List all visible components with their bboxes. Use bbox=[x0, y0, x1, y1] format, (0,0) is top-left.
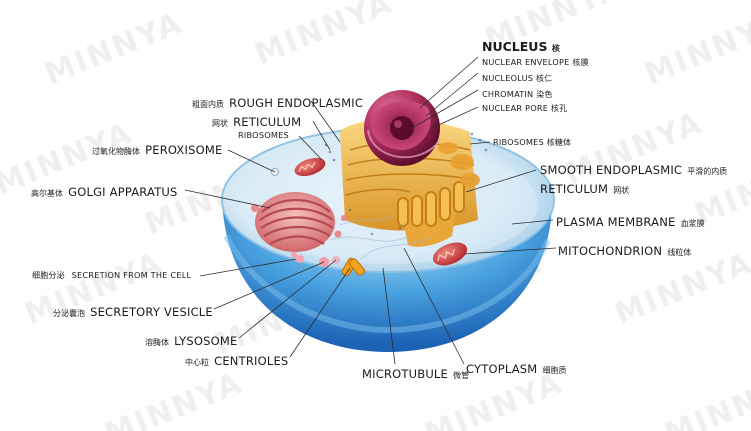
label-secretion: 细胞分泌 SECRETION FROM THE CELL bbox=[32, 270, 192, 280]
label-chromatin: CHROMATIN 染色 bbox=[482, 89, 553, 99]
microtubules-shape bbox=[329, 214, 431, 261]
nucleus-shape bbox=[364, 90, 441, 166]
label-nuclear-pore: NUCLEAR PORE 核孔 bbox=[482, 103, 568, 113]
leader-lines bbox=[184, 56, 557, 365]
label-microtubule: MICROTUBULE 微管 bbox=[362, 367, 470, 381]
label-cytoplasm: CYTOPLASM 细胞质 bbox=[466, 362, 567, 376]
label-smooth-er: SMOOTH ENDOPLASMIC 平滑的内质 RETICULUM 网状 bbox=[540, 163, 728, 196]
label-nucleus: NUCLEUS 核 bbox=[482, 39, 560, 54]
mitochondrion-shape-left bbox=[294, 157, 326, 177]
label-plasma-membrane: PLASMA MEMBRANE 血浆膜 bbox=[556, 215, 705, 229]
label-centrioles: 中心粒 CENTRIOLES bbox=[185, 354, 289, 368]
label-peroxisome: 过氧化物酶体 PEROXISOME bbox=[92, 143, 223, 157]
label-mitochondrion: MITOCHONDRION 线粒体 bbox=[558, 244, 692, 258]
label-ribosomes-left: RIBOSOMES bbox=[238, 130, 289, 140]
label-secretory-vesicle: 分泌囊泡 SECRETORY VESICLE bbox=[53, 305, 213, 319]
label-ribosomes-right: RIBOSOMES 核糖体 bbox=[493, 137, 572, 147]
label-golgi: 高尔基体 GOLGI APPARATUS bbox=[31, 185, 178, 199]
label-lysosome: 溶酶体 LYSOSOME bbox=[145, 334, 238, 348]
golgi-shape bbox=[251, 192, 347, 252]
centrioles-shape bbox=[341, 257, 366, 277]
label-nucleolus: NUCLEOLUS 核仁 bbox=[482, 73, 553, 83]
cell-rim-shadow bbox=[223, 234, 551, 334]
mitochondrion-shape-right bbox=[432, 242, 468, 266]
label-rough-er: 粗面内质 ROUGH ENDOPLASMIC 网状 RETICULUM bbox=[192, 96, 364, 129]
label-nuclear-envelope: NUCLEAR ENVELOPE 核膜 bbox=[482, 57, 589, 67]
